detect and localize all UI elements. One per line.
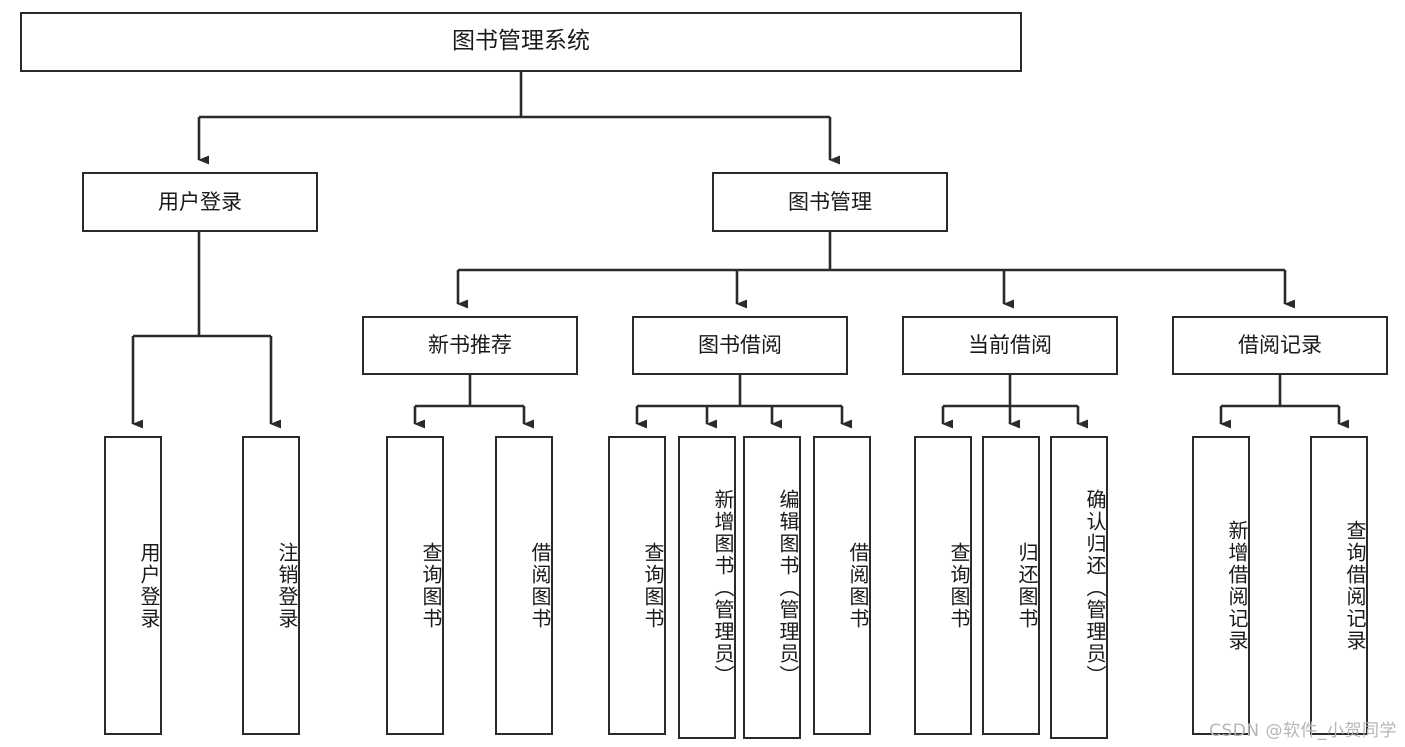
node-borrow-record[interactable]: 借阅记录 [1172,316,1388,375]
node-user-login[interactable]: 用户登录 [82,172,318,232]
leaf-borrow-edit-book-admin[interactable]: 编辑图书（管理员） [743,436,801,739]
node-label: 新书推荐 [428,333,512,358]
watermark-text: CSDN @软件_小贺同学 [1209,721,1397,741]
node-label: 查询图书 [641,541,665,630]
node-label: 当前借阅 [968,333,1052,358]
node-label: 确认归还（管理员） [1083,488,1107,687]
node-label: 编辑图书（管理员） [776,488,800,687]
node-label: 用户登录 [158,189,242,214]
leaf-user-login-login[interactable]: 用户登录 [104,436,162,735]
node-root-book-management-system[interactable]: 图书管理系统 [20,12,1022,72]
leaf-borrow-add-book-admin[interactable]: 新增图书（管理员） [678,436,736,739]
node-label: 图书管理系统 [452,28,590,55]
node-current-borrow[interactable]: 当前借阅 [902,316,1118,375]
leaf-current-return-book[interactable]: 归还图书 [982,436,1040,735]
node-label: 借阅记录 [1238,333,1322,358]
node-label: 新增借阅记录 [1225,519,1249,652]
leaf-current-query-book[interactable]: 查询图书 [914,436,972,735]
node-book-management[interactable]: 图书管理 [712,172,948,232]
node-label: 图书管理 [788,189,872,214]
node-new-book-recommend[interactable]: 新书推荐 [362,316,578,375]
leaf-user-login-logout[interactable]: 注销登录 [242,436,300,735]
node-book-borrow[interactable]: 图书借阅 [632,316,848,375]
leaf-record-query-record[interactable]: 查询借阅记录 [1310,436,1368,735]
leaf-recommend-query-book[interactable]: 查询图书 [386,436,444,735]
node-label: 查询图书 [419,541,443,630]
node-label: 用户登录 [137,541,161,630]
leaf-recommend-borrow-book[interactable]: 借阅图书 [495,436,553,735]
node-label: 新增图书（管理员） [711,488,735,687]
leaf-borrow-query-book[interactable]: 查询图书 [608,436,666,735]
node-label: 查询借阅记录 [1343,519,1367,652]
node-label: 注销登录 [275,541,299,630]
node-label: 借阅图书 [846,541,870,630]
node-label: 查询图书 [947,541,971,630]
node-label: 借阅图书 [528,541,552,630]
node-label: 图书借阅 [698,333,782,358]
leaf-borrow-borrow-book[interactable]: 借阅图书 [813,436,871,735]
leaf-record-add-record[interactable]: 新增借阅记录 [1192,436,1250,735]
leaf-current-confirm-return-admin[interactable]: 确认归还（管理员） [1050,436,1108,739]
node-label: 归还图书 [1015,541,1039,630]
